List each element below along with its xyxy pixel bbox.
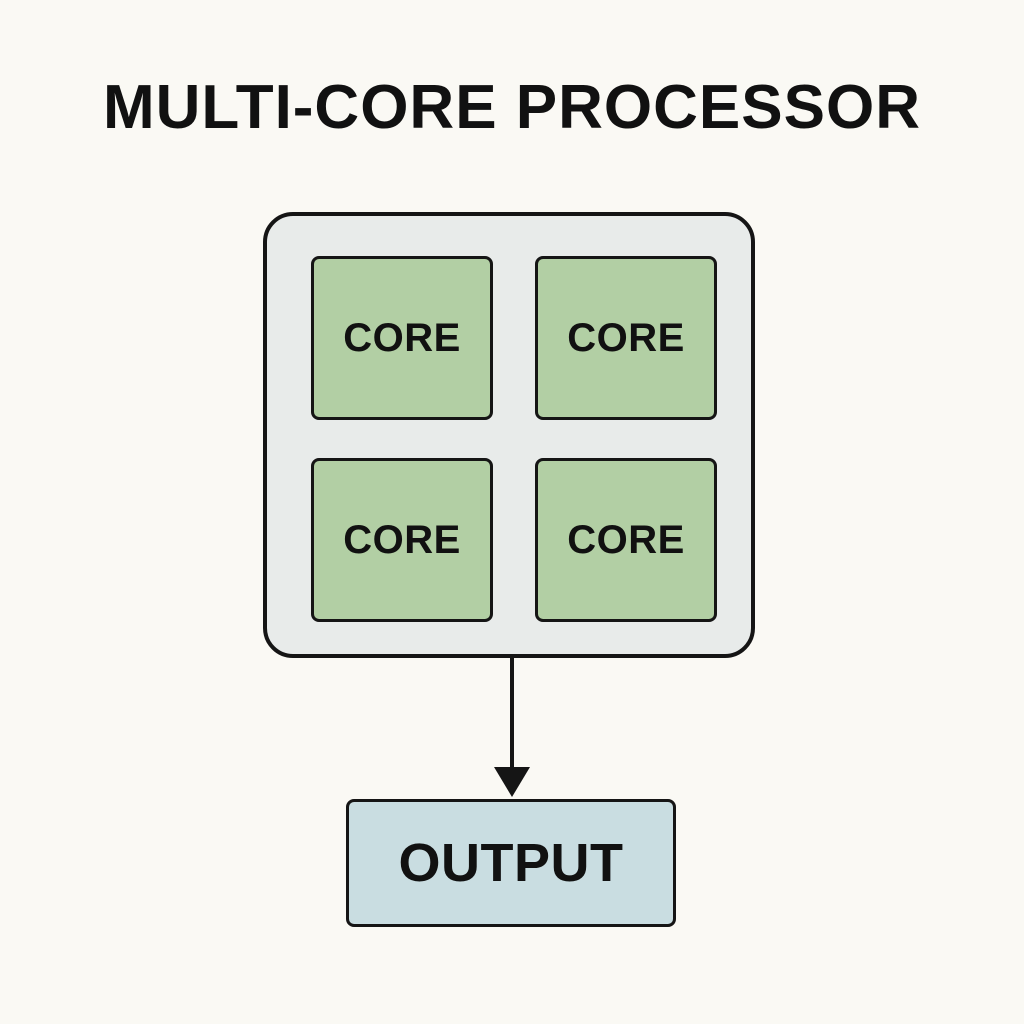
- processor-block: CORE CORE CORE CORE: [263, 212, 755, 658]
- core-4: CORE: [535, 458, 717, 622]
- core-1: CORE: [311, 256, 493, 420]
- arrow-head: [494, 767, 530, 797]
- output-block: OUTPUT: [346, 799, 676, 927]
- core-2: CORE: [535, 256, 717, 420]
- core-3: CORE: [311, 458, 493, 622]
- diagram-title: MULTI-CORE PROCESSOR: [103, 73, 921, 142]
